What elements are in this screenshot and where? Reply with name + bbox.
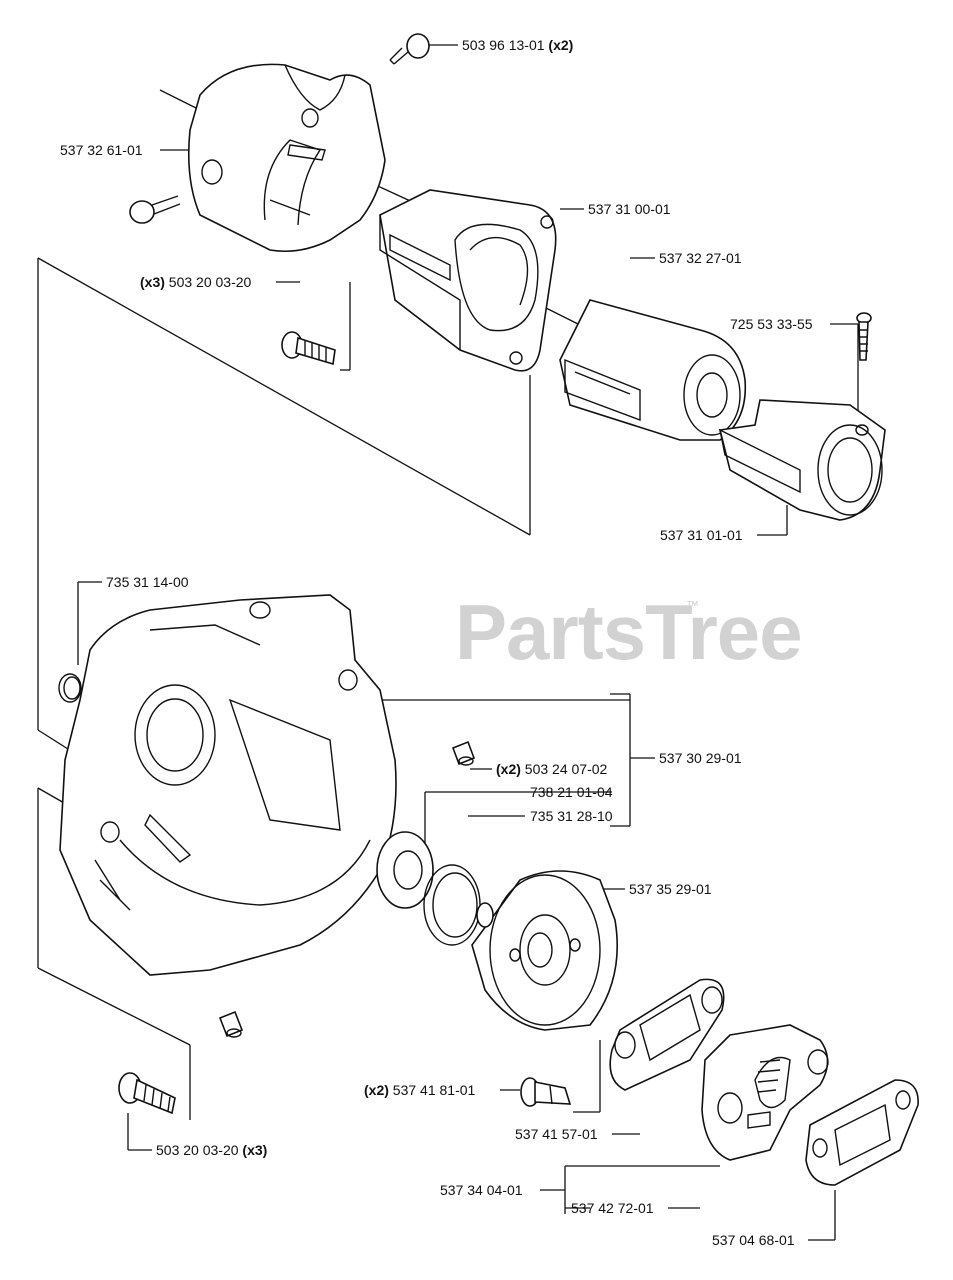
callout-537-34-04-01: 537 34 04-01	[440, 1182, 523, 1198]
cover-part	[187, 63, 386, 253]
bearing-part	[376, 831, 434, 909]
gasket-plate-part	[805, 1079, 919, 1186]
callout-537-32-27-01: 537 32 27-01	[659, 250, 742, 266]
callout-537-41-81-01: (x2) 537 41 81-01	[364, 1082, 476, 1098]
callout-537-04-68-01: 537 04 68-01	[712, 1232, 795, 1248]
trademark-mark: ™	[686, 598, 699, 613]
watermark: PartsTree	[455, 588, 803, 676]
clamp-part	[719, 399, 886, 521]
clutch-part	[701, 1024, 829, 1161]
housing-part	[379, 189, 557, 372]
callout-503-20-03-20-top: (x3) 503 20 03-20	[140, 274, 252, 290]
clutch-drum-part	[471, 870, 618, 1031]
callout-537-31-01-01: 537 31 01-01	[660, 527, 743, 543]
screw-part	[281, 331, 336, 366]
callout-537-32-61-01: 537 32 61-01	[60, 142, 143, 158]
callout-503-96-13-01: 503 96 13-01 (x2)	[462, 37, 574, 53]
pin-part	[218, 1010, 244, 1038]
seal-part	[423, 864, 481, 946]
callout-503-24-07-02: (x2) 503 24 07-02	[496, 761, 608, 777]
callout-537-31-00-01: 537 31 00-01	[588, 201, 671, 217]
callout-738-21-01-04: 738 21 01-04	[530, 784, 613, 800]
callout-725-53-33-55: 725 53 33-55	[730, 316, 813, 332]
callout-537-42-72-01: 537 42 72-01	[571, 1200, 654, 1216]
oring-part	[58, 673, 82, 703]
callout-537-30-29-01: 537 30 29-01	[659, 750, 742, 766]
pin-part	[451, 740, 476, 766]
sleeve-part	[559, 299, 747, 441]
screw-part	[129, 195, 181, 224]
bolt-part	[856, 312, 872, 361]
callout-537-41-57-01: 537 41 57-01	[515, 1126, 598, 1142]
crankcase-part	[59, 594, 397, 976]
shoulder-screw-part	[520, 1077, 572, 1107]
callout-735-31-28-10: 735 31 28-10	[530, 808, 613, 824]
screw-part	[118, 1072, 176, 1115]
callout-735-31-14-00: 735 31 14-00	[106, 574, 189, 590]
screw-part	[389, 33, 430, 65]
plate-part	[609, 978, 725, 1091]
callout-537-35-29-01: 537 35 29-01	[629, 881, 712, 897]
callout-503-20-03-20-bottom: 503 20 03-20 (x3)	[156, 1142, 268, 1158]
